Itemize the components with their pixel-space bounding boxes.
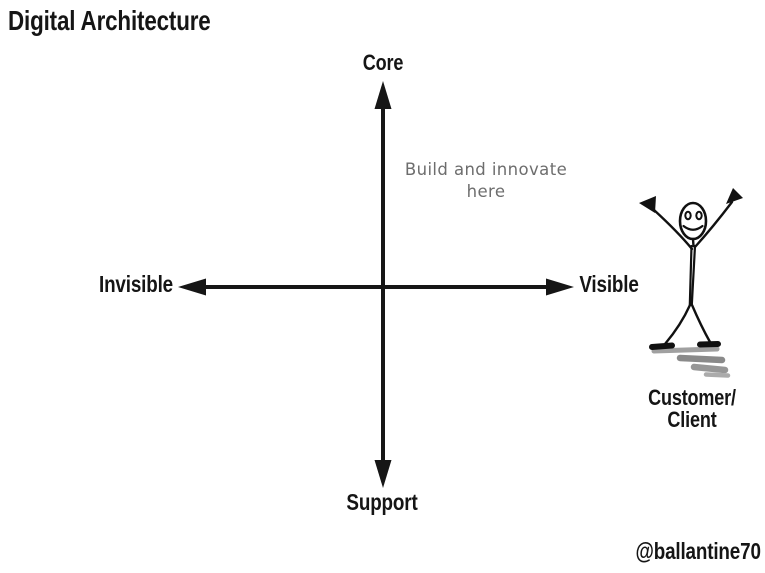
- figure-left-foot: [649, 342, 675, 350]
- axis-arrow-left-icon: [178, 278, 206, 296]
- stick-figure-icon: [639, 188, 743, 378]
- axis-arrow-down-icon: [374, 460, 392, 488]
- axis-label-core: Core: [362, 50, 404, 75]
- customer-client-line-2: Client: [667, 407, 717, 432]
- annotation-build-innovate: Build and innovate here: [405, 159, 567, 203]
- axis-label-support: Support: [346, 489, 418, 515]
- annotation-line-2: here: [466, 182, 506, 201]
- figure-right-eye: [695, 210, 703, 221]
- figure-left-leg: [663, 303, 692, 346]
- figure-right-hand: [726, 188, 743, 204]
- figure-smile: [682, 224, 704, 231]
- axis-arrow-right-icon: [546, 278, 574, 296]
- figure-left-eye: [684, 210, 692, 221]
- annotation-line-1: Build and innovate: [404, 160, 568, 179]
- customer-client-line-1: Customer/: [648, 385, 736, 410]
- figure-right-arm: [693, 200, 734, 249]
- figure-head: [678, 201, 708, 241]
- axis-label-visible: Visible: [579, 271, 639, 297]
- figure-body: [688, 244, 697, 307]
- axis-label-invisible: Invisible: [99, 271, 173, 297]
- figure-shadow: [651, 346, 731, 378]
- figure-right-foot: [697, 341, 721, 348]
- figure-left-arm: [652, 208, 694, 251]
- figure-left-hand: [639, 196, 656, 213]
- customer-client-label: Customer/ Client: [648, 387, 736, 431]
- axis-arrow-up-icon: [374, 81, 392, 109]
- page-title: Digital Architecture: [8, 5, 211, 36]
- figure-right-leg: [690, 303, 712, 344]
- twitter-handle: @ballantine70: [635, 538, 761, 564]
- figure-neck: [691, 237, 695, 248]
